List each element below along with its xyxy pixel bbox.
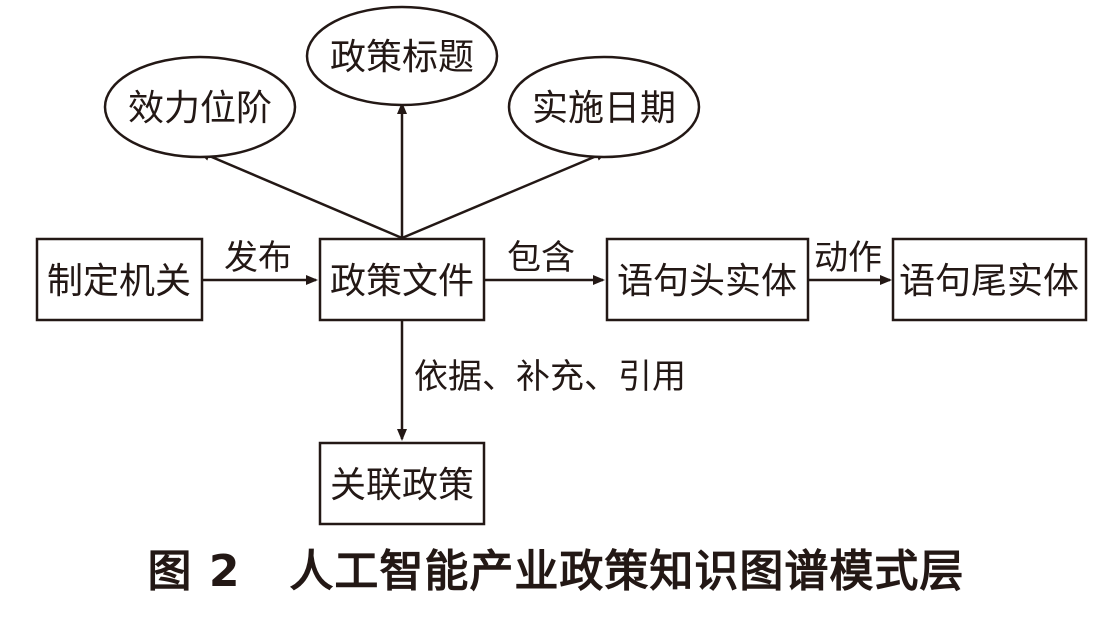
edge-to-effect-level [198, 150, 403, 240]
node-impl-date: 实施日期 [507, 55, 701, 159]
node-impl-date-label: 实施日期 [532, 88, 676, 129]
node-policy-title: 政策标题 [305, 5, 499, 107]
node-tail-entity-label: 语句尾实体 [899, 261, 1079, 302]
knowledge-graph-diagram: 效力位阶 政策标题 实施日期 制定机关 政策文件 语句头实体 语句尾实体 关联政… [35, 5, 1088, 526]
node-authority: 制定机关 [35, 237, 204, 322]
node-head-entity: 语句头实体 [605, 237, 810, 322]
node-policy-title-label: 政策标题 [330, 37, 474, 78]
edge-publish-label: 发布 [224, 238, 292, 278]
node-tail-entity: 语句尾实体 [891, 237, 1088, 322]
node-effect-level-label: 效力位阶 [128, 88, 272, 129]
edge-to-impl-date [401, 150, 608, 240]
node-policy-doc-label: 政策文件 [330, 261, 474, 302]
node-effect-level: 效力位阶 [103, 55, 297, 159]
edge-action-label: 动作 [814, 238, 882, 278]
edge-contain-label: 包含 [507, 238, 575, 278]
edges [198, 102, 892, 441]
node-related-policy-label: 关联政策 [330, 465, 474, 506]
node-head-entity-label: 语句头实体 [617, 261, 797, 302]
node-related-policy: 关联政策 [318, 441, 486, 526]
figure-caption: 图 2 人工智能产业政策知识图谱模式层 [147, 546, 965, 597]
edge-reference-label: 依据、补充、引用 [414, 357, 686, 397]
node-authority-label: 制定机关 [47, 261, 191, 302]
node-policy-doc: 政策文件 [318, 237, 486, 322]
